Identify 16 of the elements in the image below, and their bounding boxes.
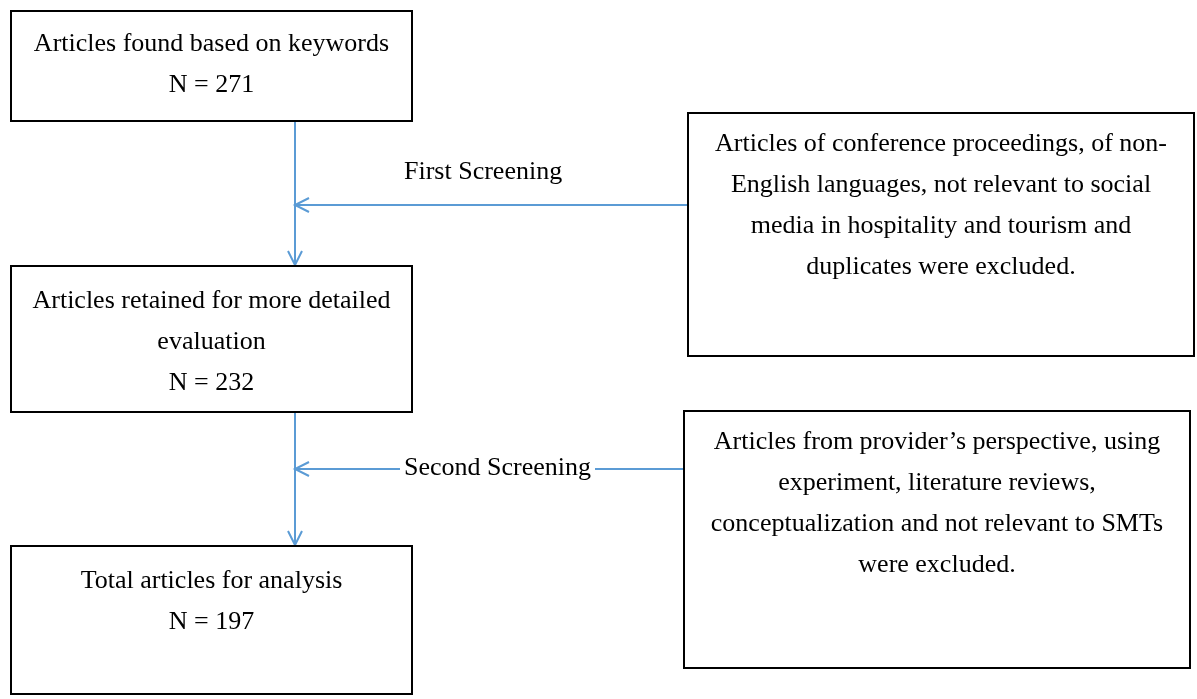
- process-box: [10, 265, 413, 413]
- arrow: [287, 412, 303, 546]
- process-box: [683, 410, 1191, 669]
- arrow: [294, 197, 688, 213]
- box-text: N = 232: [168, 366, 255, 398]
- arrow: [287, 121, 303, 266]
- box-text: Articles of conference proceedings, of non-English languages, not relevant to social media in hospitality and tourism and duplicates were excluded.: [714, 127, 1168, 282]
- box-text: Articles from provider’s perspective, using experiment, literature reviews, conceptualization and not relevant to SMTs were excluded.: [709, 425, 1165, 580]
- box-text: N = 271: [168, 68, 255, 100]
- process-box: [10, 545, 413, 695]
- process-box: [10, 10, 413, 122]
- box-text: Articles found based on keywords: [33, 27, 390, 59]
- box-text: N = 197: [168, 605, 255, 637]
- process-box: [687, 112, 1195, 357]
- box-text: Articles retained for more detailed evaluation: [31, 284, 392, 357]
- box-text: Total articles for analysis: [80, 564, 343, 596]
